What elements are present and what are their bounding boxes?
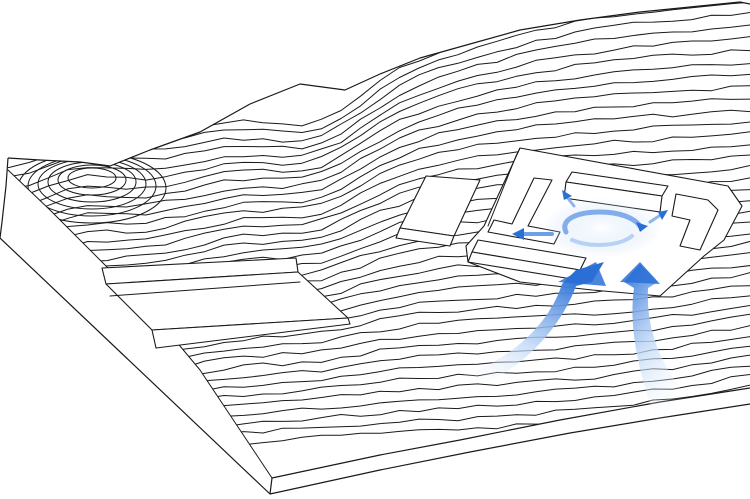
terrain-top-edge [7,1,750,167]
contour-ring [67,167,117,189]
terrace-platform-upper [101,257,349,331]
contour-line [8,36,750,192]
wind-flow-arrow-right [620,262,700,430]
contour-line [8,82,750,232]
contour-line [8,120,750,261]
contour-line [8,106,750,249]
circulation-arrow-north [562,190,576,208]
wind-arrow-head [620,262,660,284]
contour-line [8,130,750,272]
building-east-l-shape [671,193,719,251]
contour-line [8,359,750,459]
contour-ring [57,164,127,196]
terrain-left-side [0,157,273,495]
circulation-arrow-northeast [648,210,668,224]
terrace-platform-lower [109,281,351,349]
contour-line [8,2,750,160]
contour-line [8,11,750,171]
contour-line [8,95,750,240]
building-south-slab [467,239,587,281]
circulation-swirl [542,198,662,258]
contour-line [8,369,750,465]
contour-line [8,143,750,278]
circulation-arrow-west [512,228,554,240]
contour-line [8,47,750,202]
wind-flow-arrow-left [460,262,606,384]
contour-line [8,152,750,290]
wind-arrow-head [558,262,606,286]
contour-line [8,381,750,474]
building-west-slab [395,175,481,247]
